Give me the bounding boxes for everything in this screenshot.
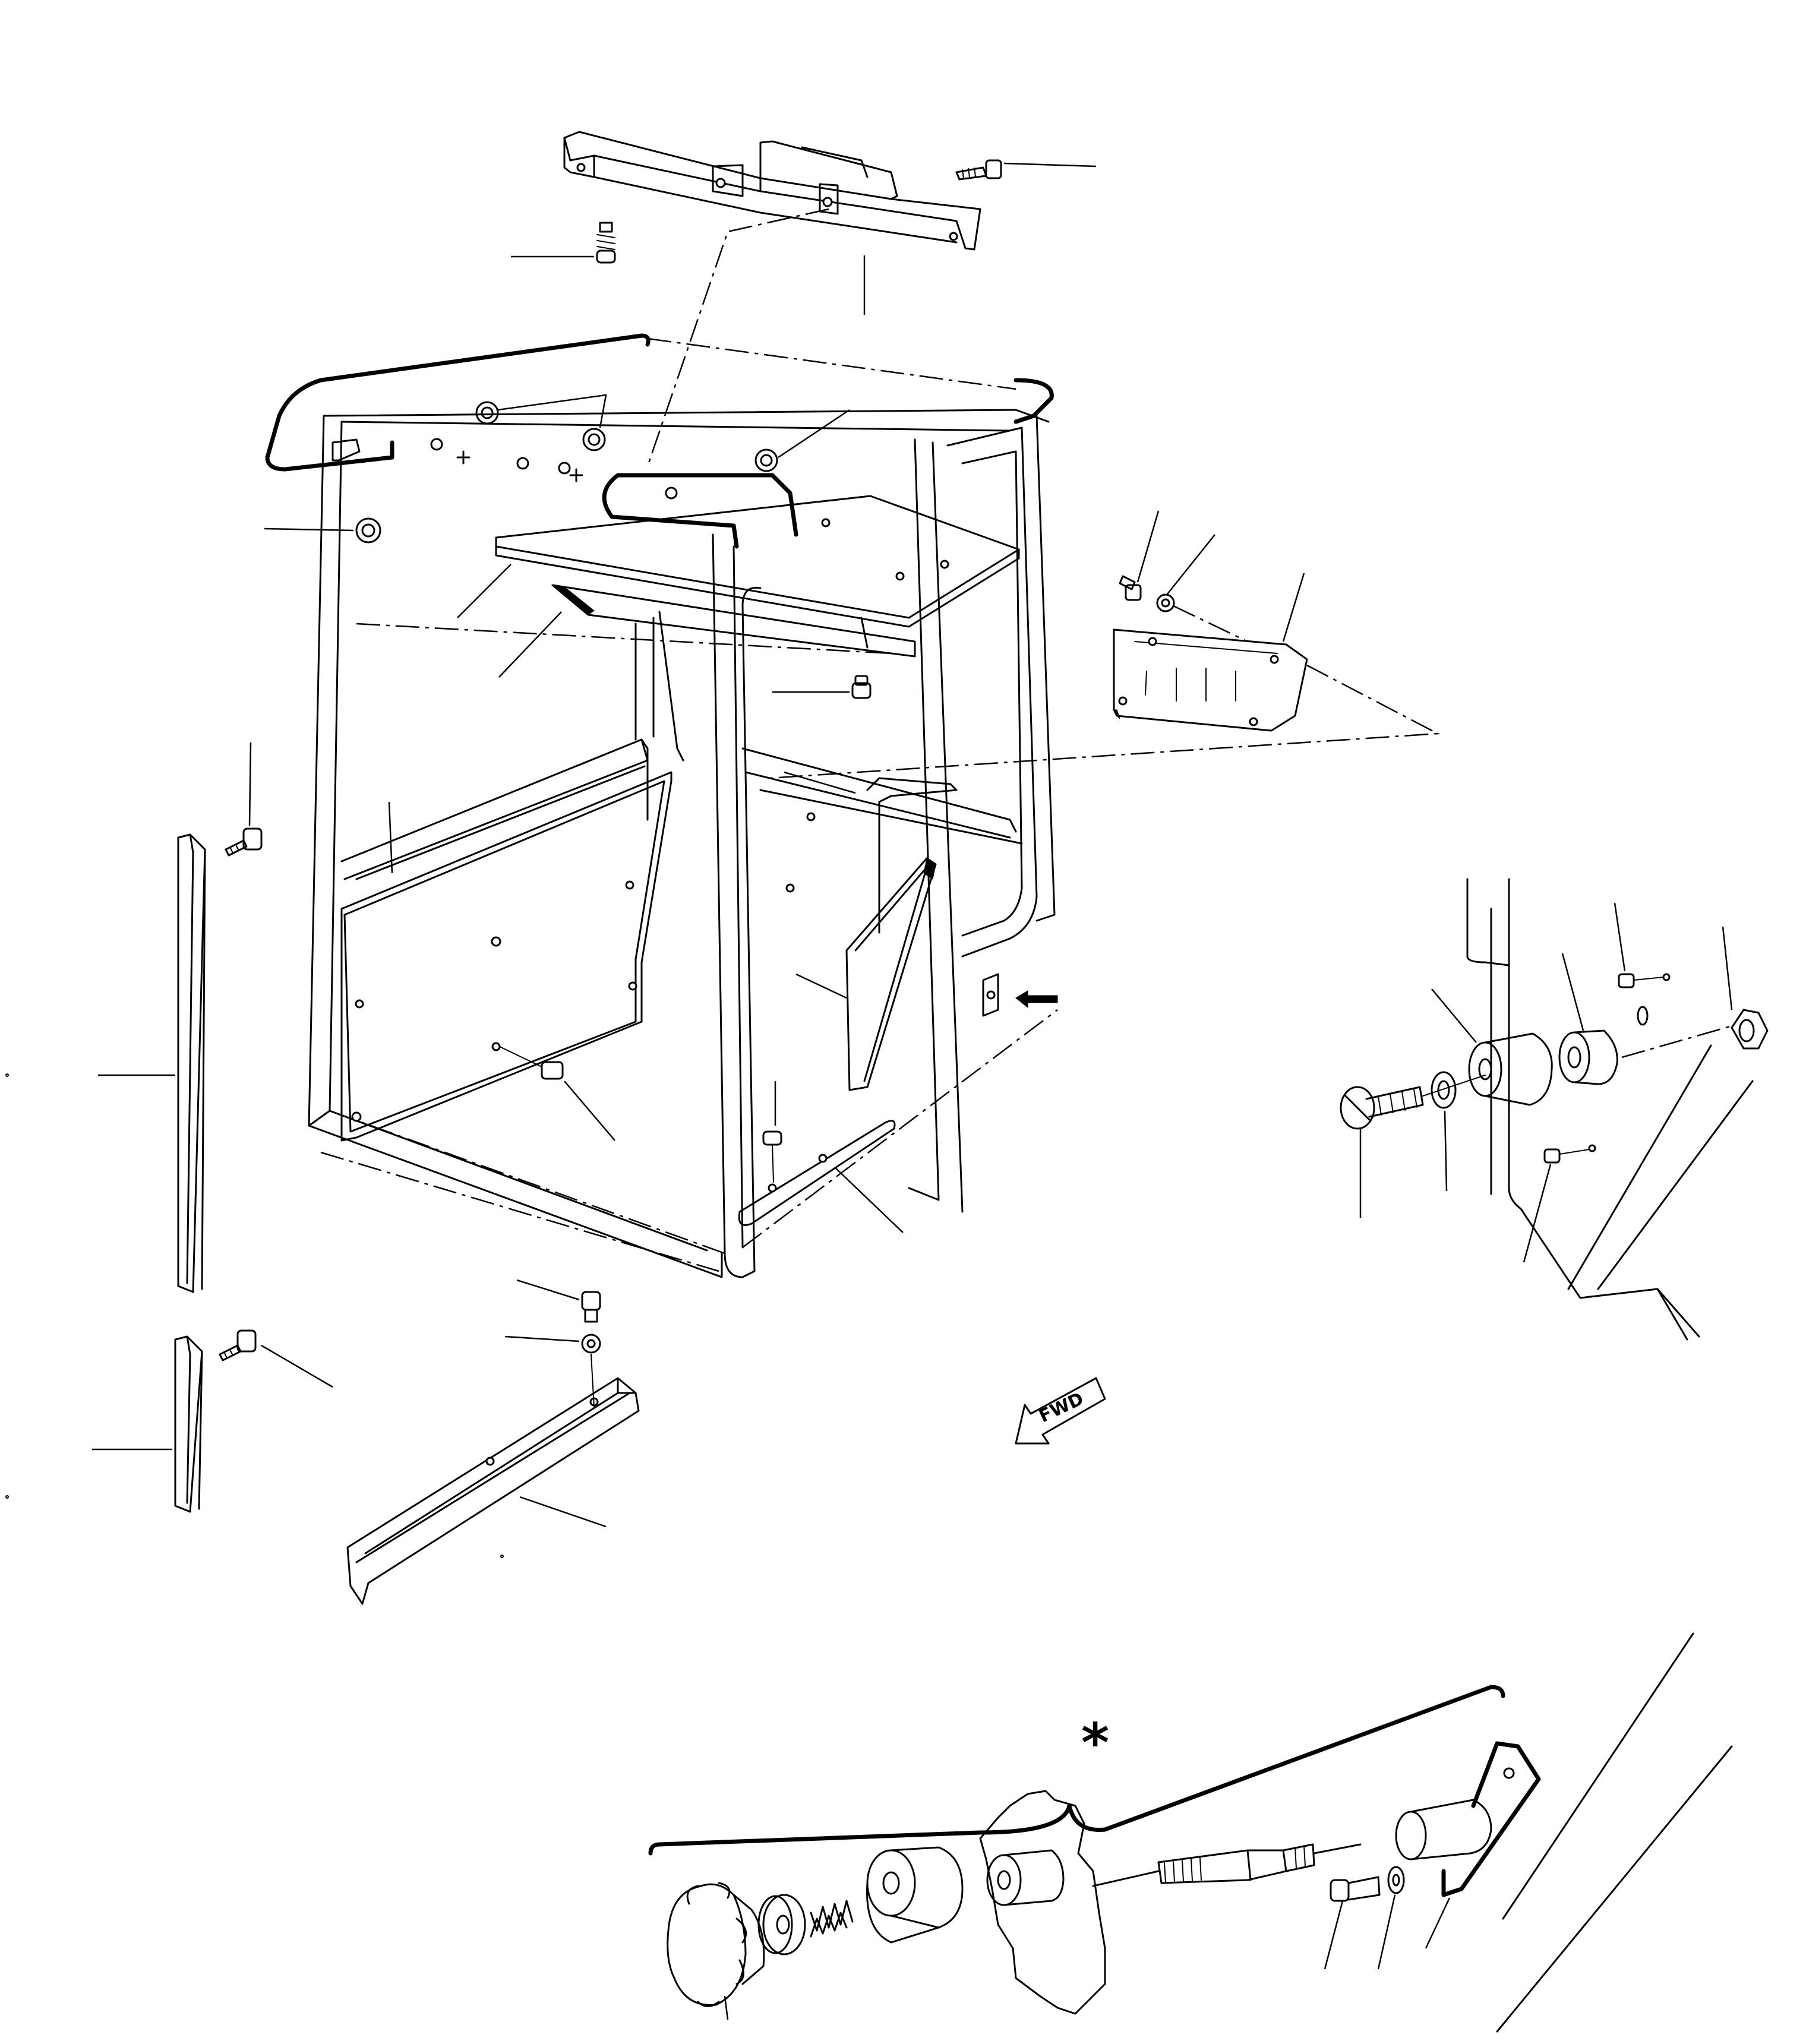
- isolator-nut: [1722, 926, 1769, 1050]
- isolator-washer: [1431, 1071, 1457, 1192]
- grommet-2: [582, 428, 606, 451]
- plate-screw: [1119, 510, 1160, 601]
- latch-assembly: *: [648, 1632, 1733, 2033]
- asterisk-mark: *: [1081, 1712, 1109, 1774]
- wall-plate: [1113, 573, 1308, 732]
- pin-lower: [1523, 1144, 1596, 1263]
- screw-top-right: [955, 159, 1097, 181]
- rubber-spacer-left: [1431, 988, 1553, 1106]
- sill-rod: [738, 1120, 904, 1233]
- panel-pin-bolt: [491, 1042, 615, 1141]
- latch-spring: [810, 1900, 854, 1938]
- screw-strip-upper: [225, 742, 263, 857]
- latch-bushing: [866, 1846, 964, 1944]
- latch-screw: [1324, 1876, 1381, 1970]
- bottom-angle-rail: [346, 1377, 640, 1605]
- threaded-rod: [1157, 1843, 1362, 1884]
- rail-bolt: [504, 1279, 601, 1408]
- spring-screw-left: [511, 222, 616, 264]
- fwd-label: FWD: [1036, 1388, 1087, 1427]
- screw-strip-lower: [219, 1329, 333, 1388]
- sill-screw: [762, 1081, 782, 1183]
- left-side-panel: [340, 771, 672, 1142]
- pin-upper: [1614, 902, 1671, 988]
- panel-section: [979, 1790, 1106, 2015]
- seal-strip-upper: [98, 833, 206, 1293]
- forward-direction-arrow: FWD: [1015, 1377, 1106, 1445]
- mounting-angle: [1441, 1741, 1541, 1897]
- roof-panel: [457, 495, 1020, 628]
- top-mounting-bracket: [563, 131, 981, 251]
- rubber-spacer-right: [1558, 953, 1618, 1085]
- grommet-4: [355, 517, 381, 544]
- bracket-cap: [1395, 1799, 1492, 1860]
- roof-trim-strip: [498, 584, 916, 678]
- isolator-bolt: [1340, 1075, 1486, 1218]
- roof-knob: [772, 675, 872, 699]
- seal-strip-lower: [92, 1335, 203, 1513]
- threaded-sleeve: [986, 1849, 1160, 1906]
- isolator-detail: [1340, 878, 1769, 1341]
- latch-small-washer: [1377, 1866, 1405, 1970]
- adjusting-knob: [667, 1882, 765, 2020]
- grommet-3: [754, 448, 778, 472]
- plate-washer: [1156, 534, 1215, 612]
- grommet-1: [475, 401, 499, 425]
- cab-frame: [265, 333, 1058, 1278]
- latch-washer: [757, 1894, 806, 1955]
- door-glass-panel: [795, 857, 937, 1091]
